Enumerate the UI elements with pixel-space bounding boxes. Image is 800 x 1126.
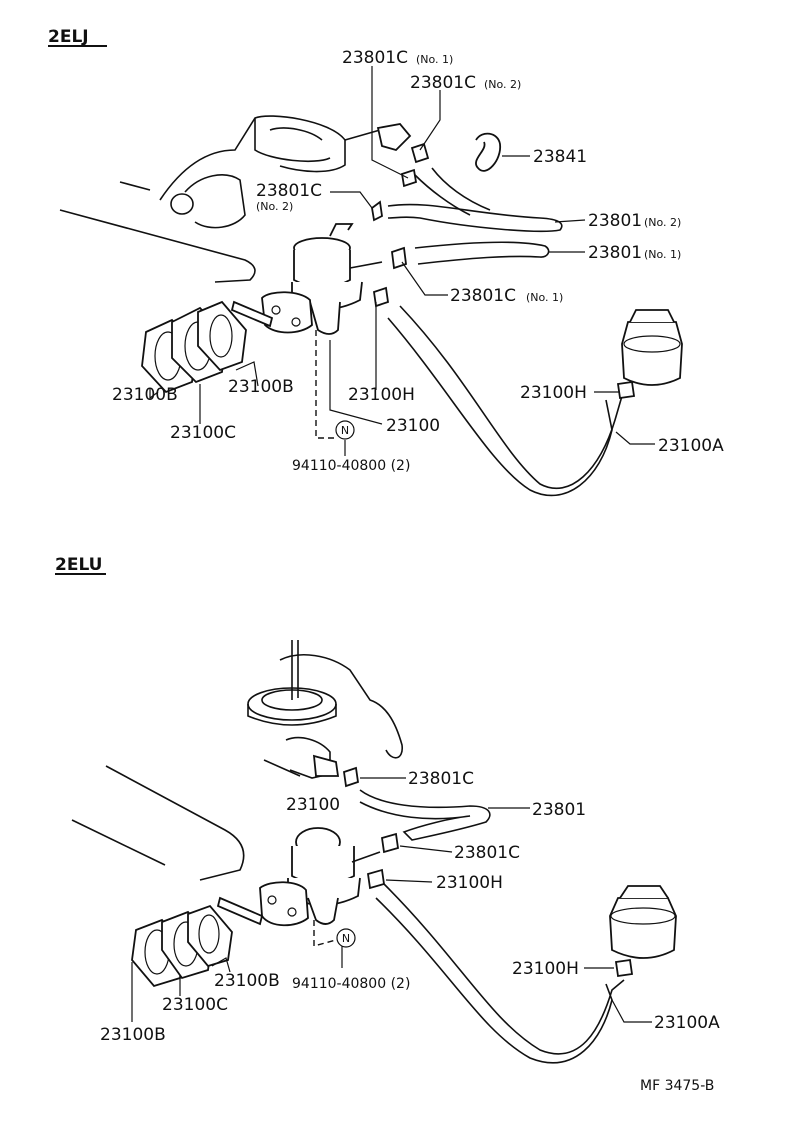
section-title-bottom: 2ELU (55, 555, 102, 575)
hose-a-top (387, 305, 623, 497)
label-clamp-top-bottom: 23801C (408, 769, 474, 789)
fuel-filter-top (621, 309, 683, 386)
gasket-set-bottom (131, 904, 233, 988)
nut-symbol-top-text: N (341, 424, 349, 437)
section-title-top: 2ELJ (48, 27, 89, 47)
leader-lines-bottom (131, 777, 652, 1023)
fuel-pump-bottom (216, 827, 381, 927)
label-clip: 23841 (533, 147, 587, 167)
label-gasket-b-left-top: 23100B (112, 385, 178, 405)
label-clamp-h-filter-bottom: 23100H (512, 959, 579, 979)
engine-block-bottom (71, 640, 403, 881)
label-hose-no1: 23801 (588, 243, 642, 263)
clamps-bottom (343, 766, 634, 978)
label-nut-top: 94110-40800 (2) (292, 458, 410, 474)
hose-no1-top (414, 241, 550, 265)
label-hose-bottom: 23801 (532, 800, 586, 820)
hose-a-bottom (375, 883, 625, 1064)
label-insulator-bottom: 23100C (162, 995, 228, 1015)
hose-no2-top (387, 167, 563, 233)
label-clamp-no1-top: 23801C (342, 48, 408, 68)
leader-lines-top (149, 66, 655, 456)
label-clamp-no1-top-sub: (No. 1) (416, 53, 453, 66)
label-clamp-no2-top: 23801C (410, 73, 476, 93)
label-pump-bottom: 23100 (286, 795, 340, 815)
footer-code: MF 3475-B (640, 1078, 714, 1094)
gasket-set-top (141, 300, 247, 394)
nut-symbol-top (335, 420, 355, 440)
label-gasket-b-right-bottom: 23100B (214, 971, 280, 991)
label-clamp-h-center-top: 23100H (348, 385, 415, 405)
label-hose-no2: 23801 (588, 211, 642, 231)
label-clamp-no2-left-sub: (No. 2) (256, 200, 293, 213)
label-hose-no2-sub: (No. 2) (644, 216, 681, 229)
label-hose-a-top: 23100A (658, 436, 724, 456)
label-insulator-top: 23100C (170, 423, 236, 443)
label-clamp-h-center-bottom: 23100H (436, 873, 503, 893)
fuel-pump-top (230, 223, 383, 335)
label-hose-no1-sub: (No. 1) (644, 248, 681, 261)
hose-bottom (359, 789, 491, 841)
label-hose-a-bottom: 23100A (654, 1013, 720, 1033)
label-clamp-no1-mid-sub: (No. 1) (526, 291, 563, 304)
label-clamp-mid-bottom: 23801C (454, 843, 520, 863)
label-gasket-b-left-bottom: 23100B (100, 1025, 166, 1045)
label-nut-bottom: 94110-40800 (2) (292, 976, 410, 992)
label-pump-top: 23100 (386, 416, 440, 436)
label-clamp-no1-mid: 23801C (450, 286, 516, 306)
fuel-filter-bottom (609, 885, 677, 959)
label-clamp-no2-top-sub: (No. 2) (484, 78, 521, 91)
nut-symbol-bottom (336, 928, 356, 948)
nut-symbol-bottom-text: N (342, 932, 350, 945)
label-clamp-no2-left: 23801C (256, 181, 322, 201)
label-clamp-h-filter-top: 23100H (520, 383, 587, 403)
label-gasket-b-right-top: 23100B (228, 377, 294, 397)
engine-block-top (59, 115, 381, 283)
